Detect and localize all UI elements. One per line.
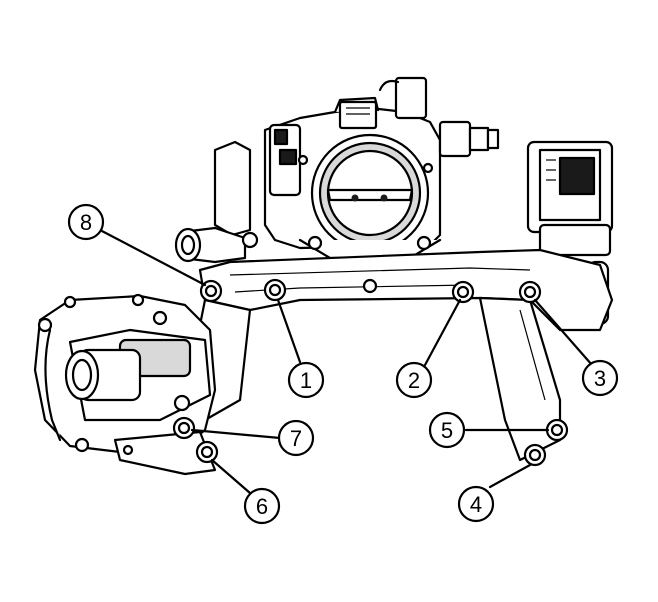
bolt-3 [518,280,542,304]
callout-6-label: 6 [256,494,268,519]
callout-3: 3 [581,359,619,397]
egr-valve-actuator [526,140,614,326]
bolt-2 [451,280,475,304]
callout-4-label: 4 [470,492,482,517]
callout-3-label: 3 [594,366,606,391]
callout-6: 6 [243,487,281,525]
bolt-4 [523,443,547,467]
bolt-8 [199,279,223,303]
bolt-7 [172,416,196,440]
bolt-6 [195,440,219,464]
callout-2: 2 [395,361,433,399]
coolant-outlet-pipe [174,140,259,264]
callout-8: 8 [67,203,105,241]
callout-7-label: 7 [290,426,302,451]
callout-5-label: 5 [441,418,453,443]
callout-5: 5 [428,411,466,449]
bolt-extra [173,394,191,412]
water-pump-housing [33,293,217,476]
callout-4: 4 [457,485,495,523]
callout-1: 1 [287,361,325,399]
leader-lines [98,228,594,495]
callout-8-label: 8 [80,210,92,235]
throttle-body [263,76,500,260]
bolt-5 [545,418,569,442]
bolt-1 [263,278,287,302]
callout-2-label: 2 [408,368,420,393]
callout-7: 7 [277,419,315,457]
callout-1-label: 1 [300,368,312,393]
